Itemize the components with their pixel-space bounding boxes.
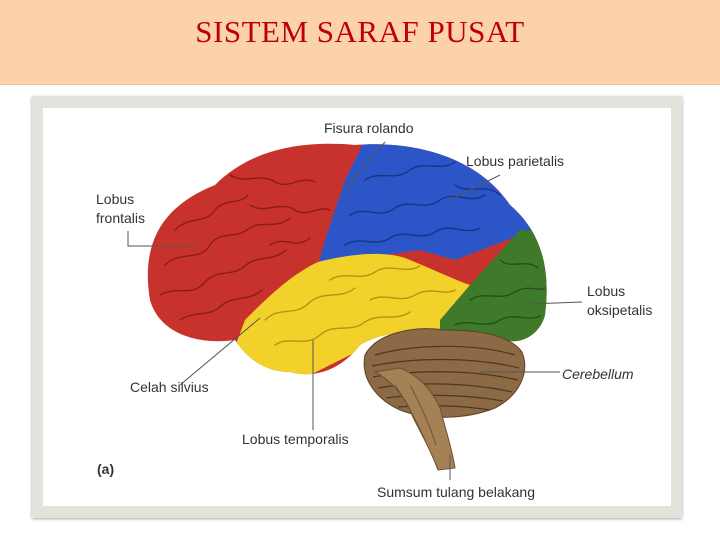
label-lobus-temporalis: Lobus temporalis (242, 431, 349, 447)
label-sumsum-tulang-belakang: Sumsum tulang belakang (377, 484, 535, 500)
label-lobus-frontalis-1: Lobus (96, 191, 134, 207)
label-lobus-frontalis-2: frontalis (96, 210, 145, 226)
label-cerebellum: Cerebellum (562, 366, 634, 382)
label-celah-silvius: Celah silvius (130, 379, 209, 395)
label-lobus-oksipetalis-2: oksipetalis (587, 302, 652, 318)
label-lobus-parietalis: Lobus parietalis (466, 153, 564, 169)
label-fisura-rolando: Fisura rolando (324, 120, 414, 136)
figure-tag: (a) (97, 461, 114, 477)
label-lobus-oksipetalis-1: Lobus (587, 283, 625, 299)
